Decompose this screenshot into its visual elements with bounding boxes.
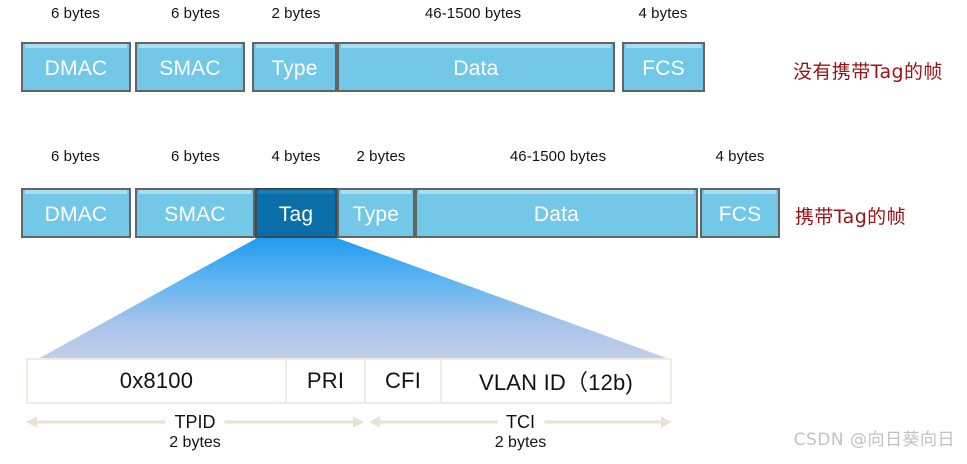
tag-expansion-callout xyxy=(36,238,672,360)
tagged-frame-field-smac: SMAC xyxy=(135,188,255,238)
frame-field-dmac: DMAC xyxy=(21,42,131,92)
byte-label-untagged-smac: 6 bytes xyxy=(170,5,221,22)
measure-tpid-size: 2 bytes xyxy=(169,434,221,451)
frame-field-type: Type xyxy=(252,42,337,92)
tag-detail-cell-pri: PRI xyxy=(287,360,366,402)
byte-label-tagged-data: 46-1500 bytes xyxy=(509,148,607,165)
untagged-frame-note: 没有携带Tag的帧 xyxy=(793,61,943,83)
frame-field-data-label: Data xyxy=(453,56,499,80)
byte-label-tagged-tag: 4 bytes xyxy=(271,148,321,165)
tag-detail-box: 0x8100 PRI CFI VLAN ID（12b) xyxy=(26,358,672,404)
measure-tci-name: TCI xyxy=(497,412,544,433)
byte-label-untagged-fcs: 4 bytes xyxy=(638,5,688,22)
byte-label-tagged-fcs: 4 bytes xyxy=(715,148,765,165)
tagged-frame-field-smac-label: SMAC xyxy=(164,202,226,226)
byte-label-untagged-dmac: 6 bytes xyxy=(50,5,101,22)
tagged-frame-field-data: Data xyxy=(415,188,698,238)
frame-field-data: Data xyxy=(337,42,615,92)
tagged-frame-field-dmac: DMAC xyxy=(21,188,131,238)
frame-field-smac: SMAC xyxy=(135,42,245,92)
tagged-frame-field-data-label: Data xyxy=(533,202,580,226)
tagged-frame-field-tag: Tag xyxy=(255,188,337,238)
tag-detail-cell-pri-label: PRI xyxy=(306,368,345,393)
tagged-frame-field-type-label: Type xyxy=(352,202,400,226)
frame-field-type-label: Type xyxy=(271,56,318,80)
tag-detail-cell-vlanid-label: VLAN ID（12b) xyxy=(478,370,633,395)
byte-label-tagged-dmac: 6 bytes xyxy=(50,148,101,165)
frame-field-fcs: FCS xyxy=(622,42,705,92)
byte-label-untagged-data: 46-1500 bytes xyxy=(424,5,522,22)
tagged-frame-field-dmac-label: DMAC xyxy=(44,202,108,226)
tagged-frame-field-tag-label: Tag xyxy=(278,202,314,226)
frame-field-fcs-label: FCS xyxy=(642,56,685,80)
tag-detail-cell-vlanid: VLAN ID（12b) xyxy=(442,360,670,402)
frame-field-dmac-label: DMAC xyxy=(44,56,108,80)
tagged-frame-row: DMAC SMAC Tag Type Data FCS xyxy=(0,188,840,238)
frame-field-smac-label: SMAC xyxy=(159,56,221,80)
untagged-frame-row: DMAC SMAC Type Data FCS xyxy=(0,42,800,92)
byte-label-tagged-smac: 6 bytes xyxy=(170,148,221,165)
byte-label-untagged-type: 2 bytes xyxy=(271,5,321,22)
measure-tpid: TPID 2 bytes xyxy=(26,412,364,454)
tag-detail-cell-cfi: CFI xyxy=(366,360,442,402)
tagged-frame-field-type: Type xyxy=(337,188,415,238)
measure-tpid-name: TPID xyxy=(165,412,225,433)
tag-detail-cell-tpid: 0x8100 xyxy=(28,360,287,402)
watermark: CSDN @向日葵向日 xyxy=(793,430,955,450)
measure-tci-size: 2 bytes xyxy=(494,434,547,451)
tagged-frame-note: 携带Tag的帧 xyxy=(795,206,906,228)
tag-detail-cell-tpid-label: 0x8100 xyxy=(119,368,194,393)
tagged-frame-field-fcs: FCS xyxy=(700,188,780,238)
tag-detail-cell-cfi-label: CFI xyxy=(384,368,422,393)
tagged-frame-field-fcs-label: FCS xyxy=(718,202,762,226)
measure-tci: TCI 2 bytes xyxy=(369,412,672,454)
byte-label-tagged-type: 2 bytes xyxy=(356,148,406,165)
